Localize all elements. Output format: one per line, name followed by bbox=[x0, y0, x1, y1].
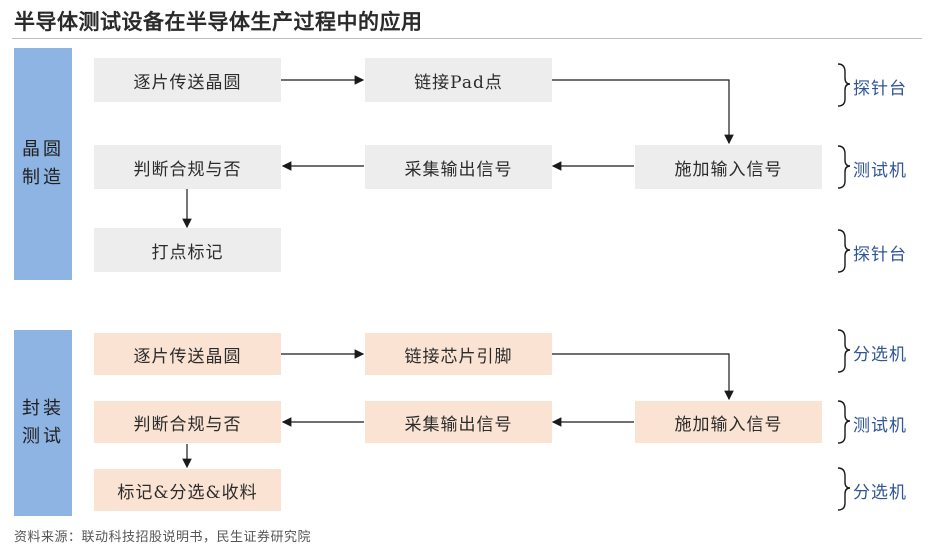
section-label-package: 封装测试 bbox=[14, 330, 72, 516]
equipment-label-package-2: 测试机 bbox=[853, 416, 907, 436]
step-wafer-mark: 打点标记 bbox=[94, 228, 281, 272]
equipment-label-package-3: 分选机 bbox=[853, 483, 907, 503]
step-wafer-judge: 判断合规与否 bbox=[94, 145, 281, 189]
step-package-mark-sort: 标记&分选&收料 bbox=[94, 469, 281, 511]
bracket-wafer-row1 bbox=[837, 63, 851, 107]
step-wafer-apply-signal: 施加输入信号 bbox=[635, 145, 822, 189]
step-wafer-connect-pad: 链接Pad点 bbox=[365, 58, 552, 102]
arrow-wafer-connect-to-apply bbox=[552, 79, 734, 145]
source-note: 资料来源：联动科技招股说明书，民生证券研究院 bbox=[14, 530, 312, 545]
bracket-package-row2 bbox=[837, 400, 851, 444]
section-label-wafer: 晶圆制造 bbox=[14, 48, 72, 280]
equipment-label-package-1: 分选机 bbox=[853, 345, 907, 365]
bracket-package-row1 bbox=[837, 329, 851, 373]
step-wafer-collect-signal: 采集输出信号 bbox=[365, 145, 552, 189]
step-package-connect-pins: 链接芯片引脚 bbox=[365, 333, 552, 375]
equipment-label-wafer-2: 测试机 bbox=[853, 161, 907, 181]
title-divider bbox=[12, 38, 922, 39]
bracket-package-row3 bbox=[837, 467, 851, 511]
step-package-collect-signal: 采集输出信号 bbox=[365, 401, 552, 443]
bracket-wafer-row2 bbox=[837, 145, 851, 189]
step-package-judge: 判断合规与否 bbox=[94, 401, 281, 443]
step-package-apply-signal: 施加输入信号 bbox=[635, 401, 822, 443]
page-title: 半导体测试设备在半导体生产过程中的应用 bbox=[14, 10, 423, 34]
arrow-package-connect-to-apply bbox=[552, 353, 734, 401]
equipment-label-wafer-1: 探针台 bbox=[853, 79, 907, 99]
bracket-wafer-row3 bbox=[837, 229, 851, 273]
step-package-transfer-wafer: 逐片传送晶圆 bbox=[94, 333, 281, 375]
equipment-label-wafer-3: 探针台 bbox=[853, 245, 907, 265]
step-wafer-transfer-wafer: 逐片传送晶圆 bbox=[94, 58, 281, 102]
